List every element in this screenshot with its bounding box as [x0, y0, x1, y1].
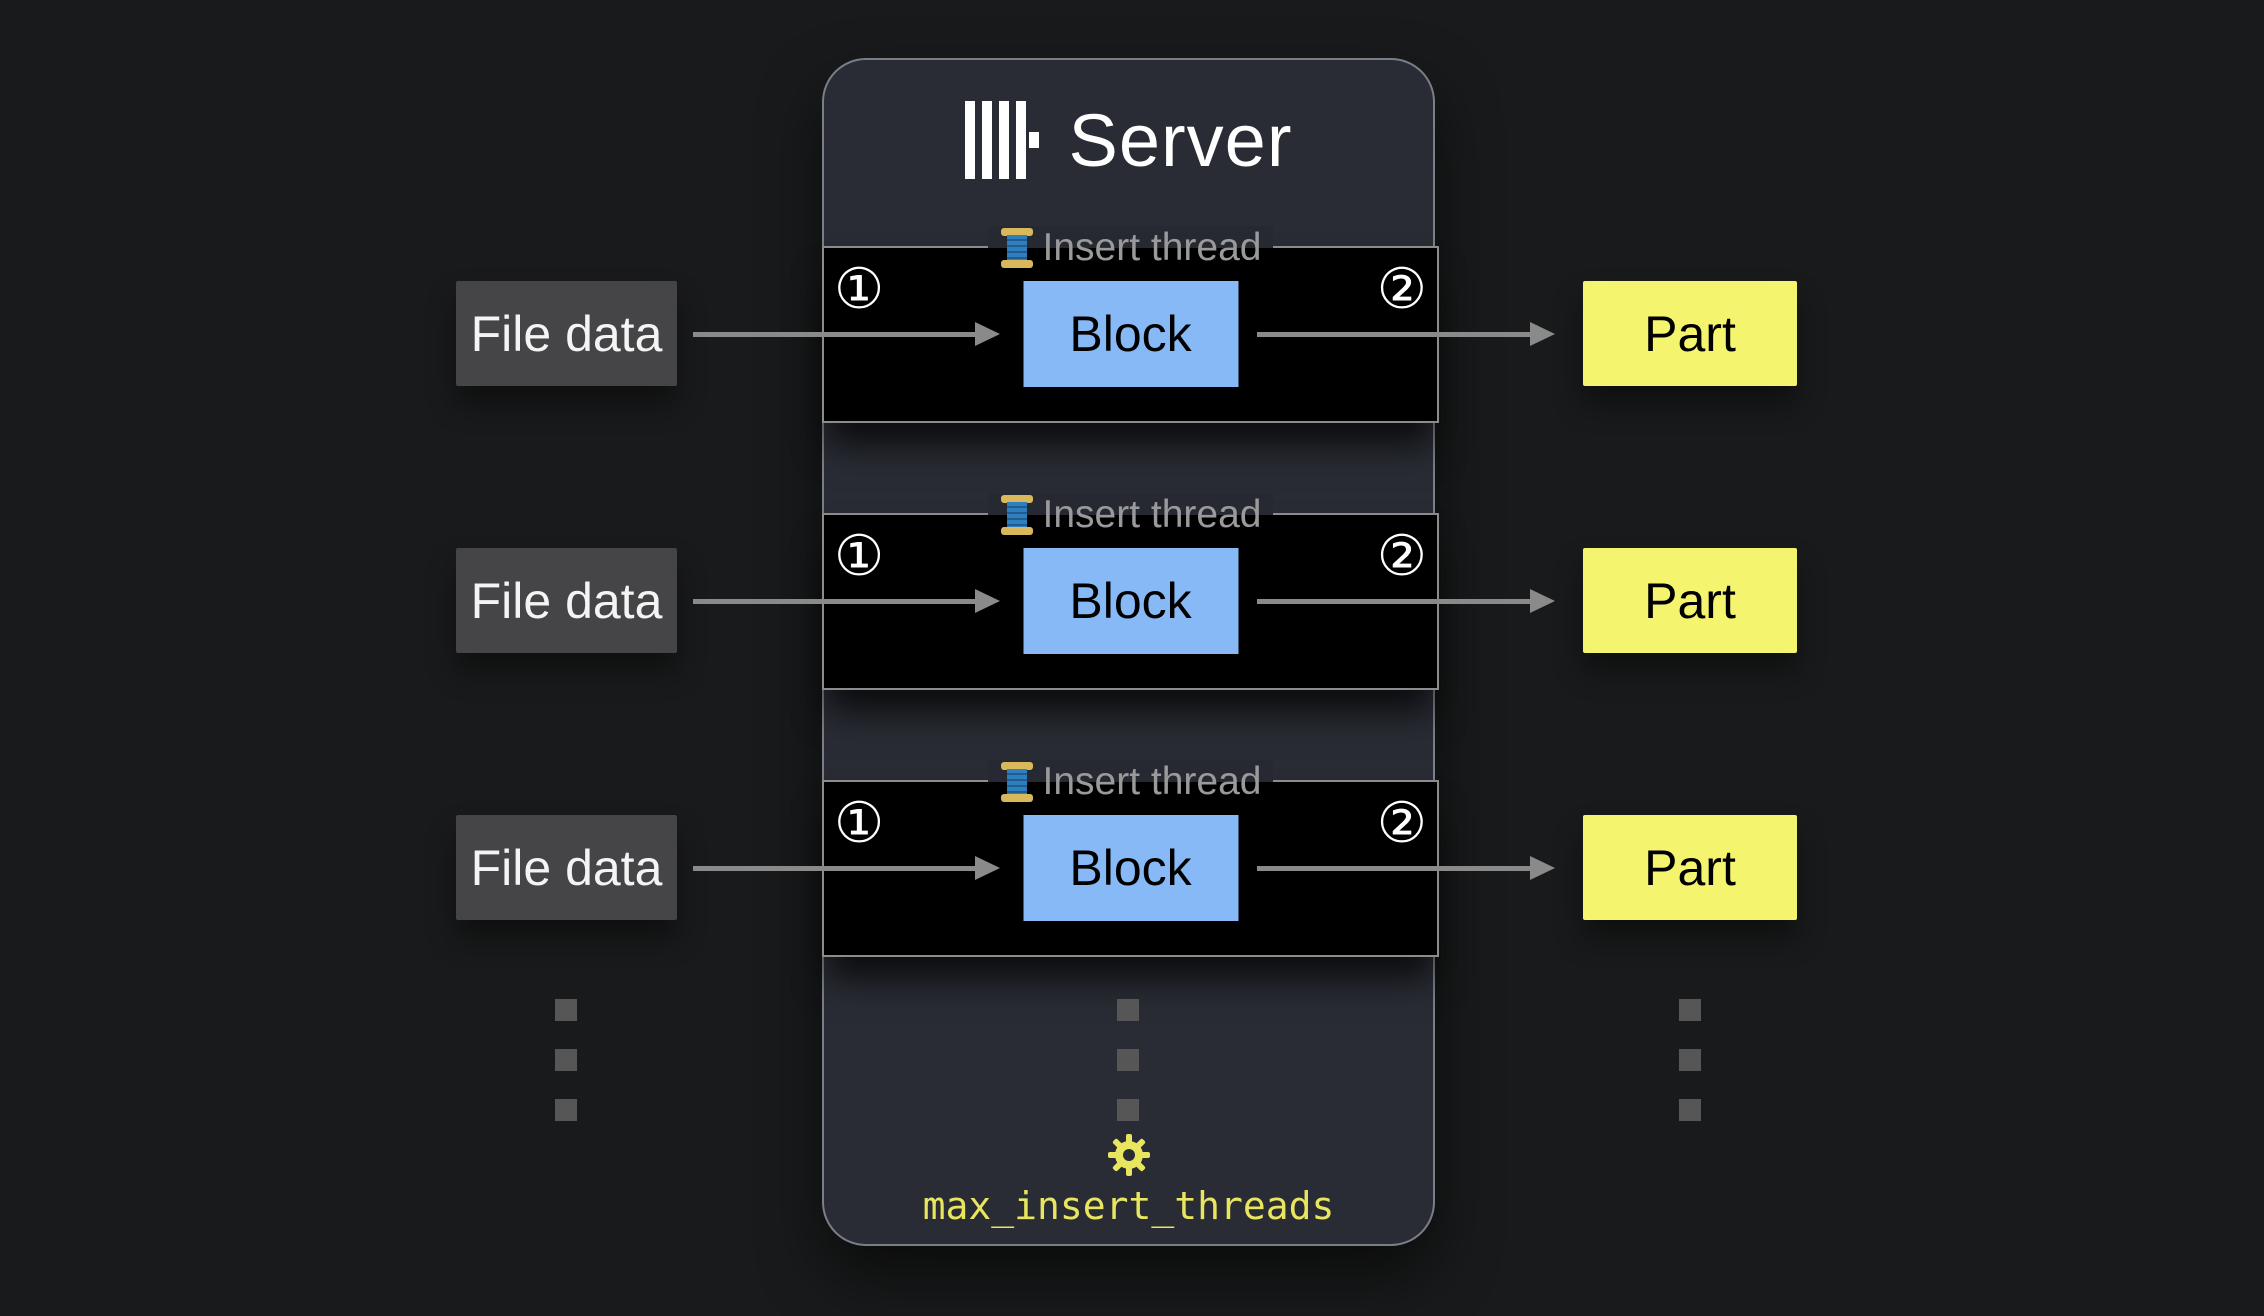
step-1-badge: ① — [834, 791, 885, 856]
thread-spool-icon — [1000, 762, 1034, 802]
block-box: Block — [1023, 815, 1238, 921]
step-1-badge: ① — [834, 257, 885, 322]
ellipsis-dot — [555, 1049, 577, 1071]
insert-thread-label: Insert thread — [1042, 226, 1262, 269]
step-1-badge: ① — [834, 524, 885, 589]
ellipsis-dot — [1117, 1099, 1139, 1121]
file-to-block-arrow — [693, 856, 1000, 880]
server-header: Server — [824, 80, 1433, 200]
block-box: Block — [1023, 281, 1238, 387]
part-box: Part — [1583, 281, 1797, 386]
file-to-block-arrow — [693, 589, 1000, 613]
ellipsis-dot — [1679, 1099, 1701, 1121]
ellipsis-dot — [1117, 999, 1139, 1021]
step-2-badge: ② — [1376, 524, 1427, 589]
file-data-box: File data — [456, 815, 677, 920]
file-to-block-arrow — [693, 322, 1000, 346]
part-box: Part — [1583, 548, 1797, 653]
block-to-part-arrow — [1257, 589, 1555, 613]
step-2-badge: ② — [1376, 791, 1427, 856]
step-2-badge: ② — [1376, 257, 1427, 322]
thread-spool-icon — [1000, 228, 1034, 268]
ellipsis-dot — [555, 1099, 577, 1121]
file-data-box: File data — [456, 281, 677, 386]
insert-thread-label: Insert thread — [1042, 493, 1262, 536]
part-box: Part — [1583, 815, 1797, 920]
ellipsis-dot — [555, 999, 577, 1021]
ellipsis-dot — [1117, 1049, 1139, 1071]
gear-icon — [1107, 1133, 1151, 1182]
ellipsis-dot — [1679, 1049, 1701, 1071]
max-insert-threads-setting: max_insert_threads — [922, 1184, 1335, 1228]
server-title: Server — [1068, 98, 1293, 182]
block-box: Block — [1023, 548, 1238, 654]
thread-spool-icon — [1000, 495, 1034, 535]
insert-thread-legend: Insert thread — [987, 226, 1274, 270]
insert-thread-legend: Insert thread — [987, 493, 1274, 537]
ellipsis-dot — [1679, 999, 1701, 1021]
file-data-box: File data — [456, 548, 677, 653]
block-to-part-arrow — [1257, 322, 1555, 346]
clickhouse-logo-icon — [964, 101, 1039, 179]
insert-thread-label: Insert thread — [1042, 760, 1262, 803]
server-panel: Server Insert thread ① — [822, 58, 1439, 1246]
insert-thread-legend: Insert thread — [987, 760, 1274, 804]
block-to-part-arrow — [1257, 856, 1555, 880]
